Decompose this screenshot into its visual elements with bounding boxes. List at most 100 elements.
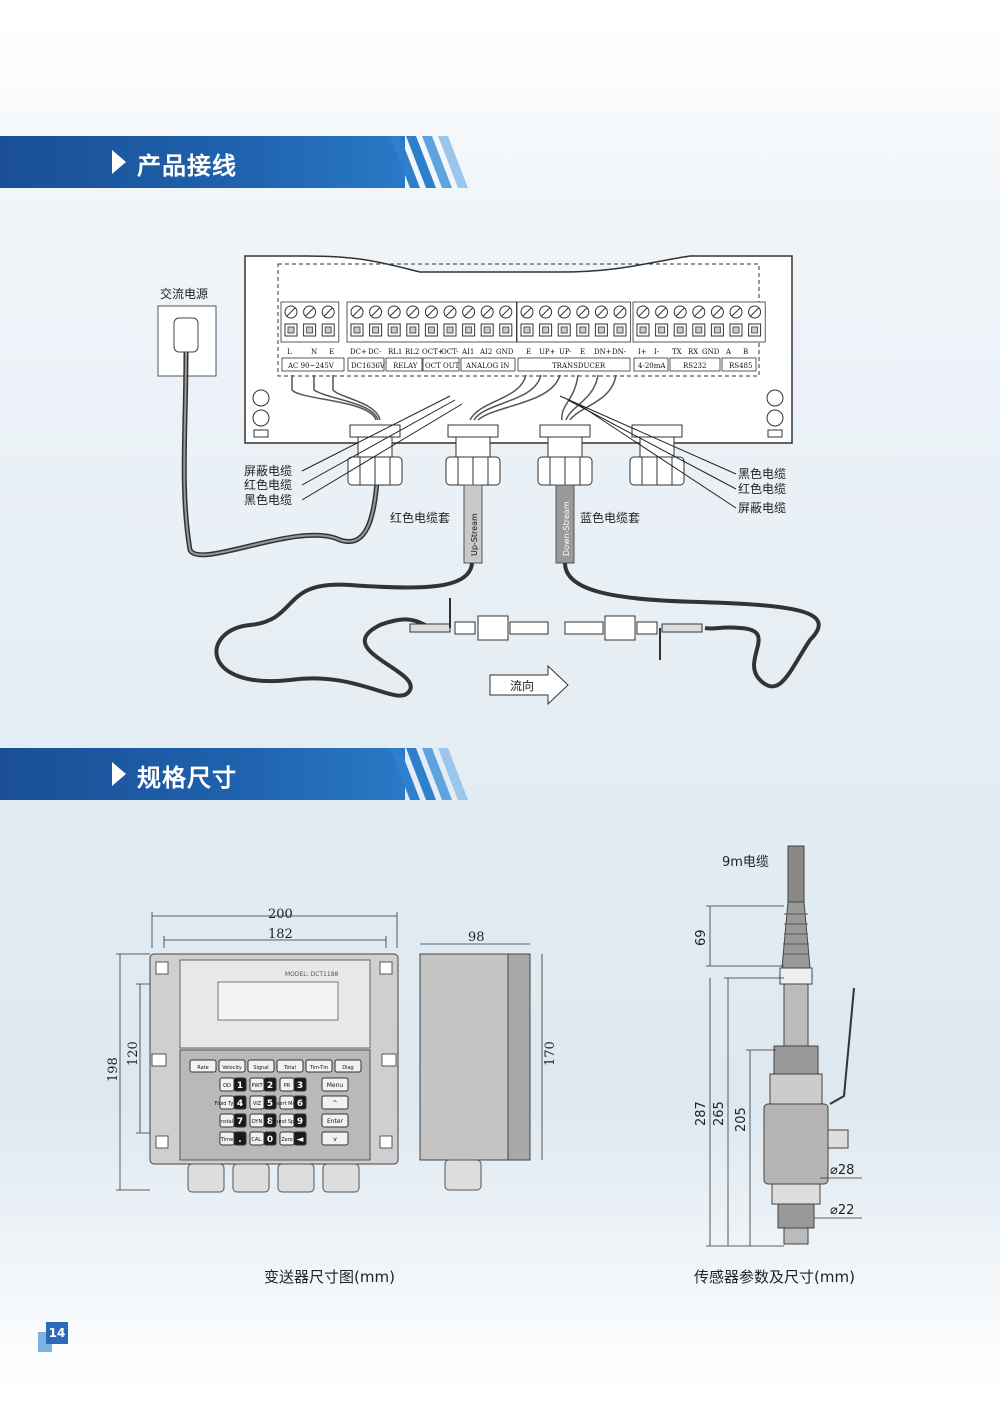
internal-wires bbox=[291, 374, 617, 421]
key-label: Sound Speed bbox=[270, 1119, 303, 1125]
key-label: VIZ bbox=[253, 1101, 262, 1107]
dim-265: 265 bbox=[712, 1101, 727, 1126]
keypad-key-digit[interactable] bbox=[233, 1095, 247, 1110]
key-label: Menu bbox=[327, 1082, 344, 1089]
downstream-sensor bbox=[564, 615, 703, 660]
key-label: Enter bbox=[327, 1118, 344, 1125]
left-cable-label: 红色电缆 bbox=[244, 477, 292, 492]
banner-bar bbox=[0, 136, 405, 188]
keypad-key[interactable] bbox=[189, 1059, 217, 1073]
keypad-key[interactable] bbox=[321, 1095, 349, 1110]
terminal-label: N bbox=[311, 348, 317, 356]
cable-glands-bottom bbox=[187, 1163, 360, 1193]
key-label: PR bbox=[284, 1083, 291, 1089]
keypad-key-digit[interactable] bbox=[263, 1131, 277, 1146]
keypad-key-digit[interactable] bbox=[233, 1077, 247, 1092]
terminal-label: E bbox=[580, 348, 585, 356]
terminal-label: L bbox=[287, 348, 292, 356]
key-label: Total bbox=[283, 1065, 296, 1071]
ac-power-label: 交流电源 bbox=[160, 286, 208, 301]
group-label: OCT OUT bbox=[425, 362, 460, 370]
keypad-key-digit[interactable] bbox=[293, 1113, 307, 1128]
keypad-key[interactable] bbox=[334, 1059, 362, 1073]
keypad-key[interactable] bbox=[321, 1077, 349, 1092]
key-label: Zero bbox=[281, 1137, 293, 1143]
terminal-label: E bbox=[329, 348, 334, 356]
keypad-key-digit[interactable] bbox=[233, 1131, 247, 1146]
key-label: v bbox=[333, 1136, 337, 1143]
keypad-key-digit[interactable] bbox=[263, 1113, 277, 1128]
key-label: ^ bbox=[332, 1100, 337, 1107]
dim-182: 182 bbox=[268, 927, 293, 942]
sensor-nut bbox=[769, 1073, 823, 1105]
transmitter-dimension-drawing: 200 182 98 198 120 170 MODEL: DCT1188 Ra… bbox=[106, 907, 558, 1193]
keypad-key[interactable] bbox=[321, 1113, 349, 1128]
downstream-cable bbox=[563, 562, 821, 689]
section-title: 规格尺寸 bbox=[137, 764, 237, 792]
keypad-key[interactable] bbox=[247, 1059, 275, 1073]
red-sleeve-label: 红色电缆套 bbox=[390, 510, 450, 525]
right-cable-label: 黑色电缆 bbox=[738, 467, 786, 481]
key-label: CAL. bbox=[251, 1137, 263, 1143]
play-arrow-icon bbox=[112, 150, 126, 174]
key-digit: 6 bbox=[297, 1099, 303, 1109]
keypad-key-digit[interactable] bbox=[263, 1077, 277, 1092]
keypad-key-digit[interactable] bbox=[263, 1095, 277, 1110]
side-keys: Menu ^ Enter v bbox=[321, 1077, 349, 1146]
group-label: DC1636V bbox=[351, 362, 386, 370]
keypad-key-digit[interactable] bbox=[293, 1131, 307, 1146]
key-label: Insert Mode bbox=[272, 1101, 302, 1107]
key-label: OD bbox=[223, 1083, 231, 1089]
banner-bar bbox=[0, 748, 405, 800]
key-label: Fluid Type bbox=[214, 1101, 239, 1107]
banner-stripes bbox=[390, 136, 468, 188]
page-number-badge: 14 bbox=[38, 1322, 68, 1352]
flow-direction-label: 流向 bbox=[510, 678, 534, 693]
keypad-key-digit[interactable] bbox=[293, 1095, 307, 1110]
section-banner-dimensions: 规格尺寸 bbox=[0, 748, 480, 800]
sensor-dimension-drawing: 9m电缆 69 287 265 205 ⌀28 ⌀22 bbox=[694, 845, 862, 1247]
group-label: TRANSDUCER bbox=[552, 362, 606, 370]
dim-120: 120 bbox=[126, 1041, 141, 1066]
group-label: RS485 bbox=[729, 362, 752, 370]
dim-205: 205 bbox=[734, 1107, 749, 1132]
dim-200: 200 bbox=[268, 907, 293, 922]
key-digit: 5 bbox=[267, 1099, 273, 1109]
key-digit: 2 bbox=[267, 1081, 273, 1091]
key-label: Time bbox=[220, 1137, 233, 1143]
cable-boot bbox=[781, 901, 811, 969]
key-label: Velocity bbox=[222, 1065, 242, 1071]
keypad-key[interactable] bbox=[276, 1059, 304, 1073]
dim-198: 198 bbox=[106, 1057, 121, 1082]
upstream-sleeve bbox=[463, 484, 483, 564]
dim-98: 98 bbox=[468, 930, 485, 945]
group-label: AC 90~245V bbox=[287, 362, 335, 370]
keypad-key[interactable] bbox=[321, 1131, 349, 1146]
left-cable-label: 屏蔽电缆 bbox=[244, 464, 292, 478]
banner-stripes bbox=[390, 748, 468, 800]
terminal-label: DC- bbox=[368, 348, 382, 356]
model-label: MODEL: DCT1188 bbox=[285, 971, 339, 978]
terminal-label: RL1 bbox=[388, 348, 402, 356]
keypad-key-digit[interactable] bbox=[233, 1113, 247, 1128]
terminal-label: DC+ bbox=[350, 348, 367, 356]
key-label: Tim-Tm bbox=[309, 1065, 329, 1071]
keypad-key-digit[interactable] bbox=[293, 1077, 307, 1092]
terminal-label: OCT- bbox=[441, 348, 459, 356]
cable-glands bbox=[347, 424, 685, 486]
keypad-key[interactable] bbox=[218, 1059, 246, 1073]
dim-170: 170 bbox=[543, 1041, 558, 1066]
terminal-label: RL2 bbox=[405, 348, 419, 356]
transmitter-caption: 变送器尺寸图(mm) bbox=[264, 1268, 395, 1286]
flow-arrow-icon bbox=[489, 664, 569, 706]
keypad-key[interactable] bbox=[305, 1059, 333, 1073]
cable-label: 9m电缆 bbox=[722, 854, 769, 870]
terminal-blocks bbox=[280, 301, 766, 343]
key-label: PWT bbox=[251, 1083, 263, 1089]
upstream-cable bbox=[214, 562, 474, 698]
section-title: 产品接线 bbox=[137, 152, 237, 180]
terminal-label: GND bbox=[702, 348, 720, 356]
sensor-rod bbox=[783, 983, 809, 1055]
key-digit: ◄ bbox=[297, 1135, 304, 1145]
